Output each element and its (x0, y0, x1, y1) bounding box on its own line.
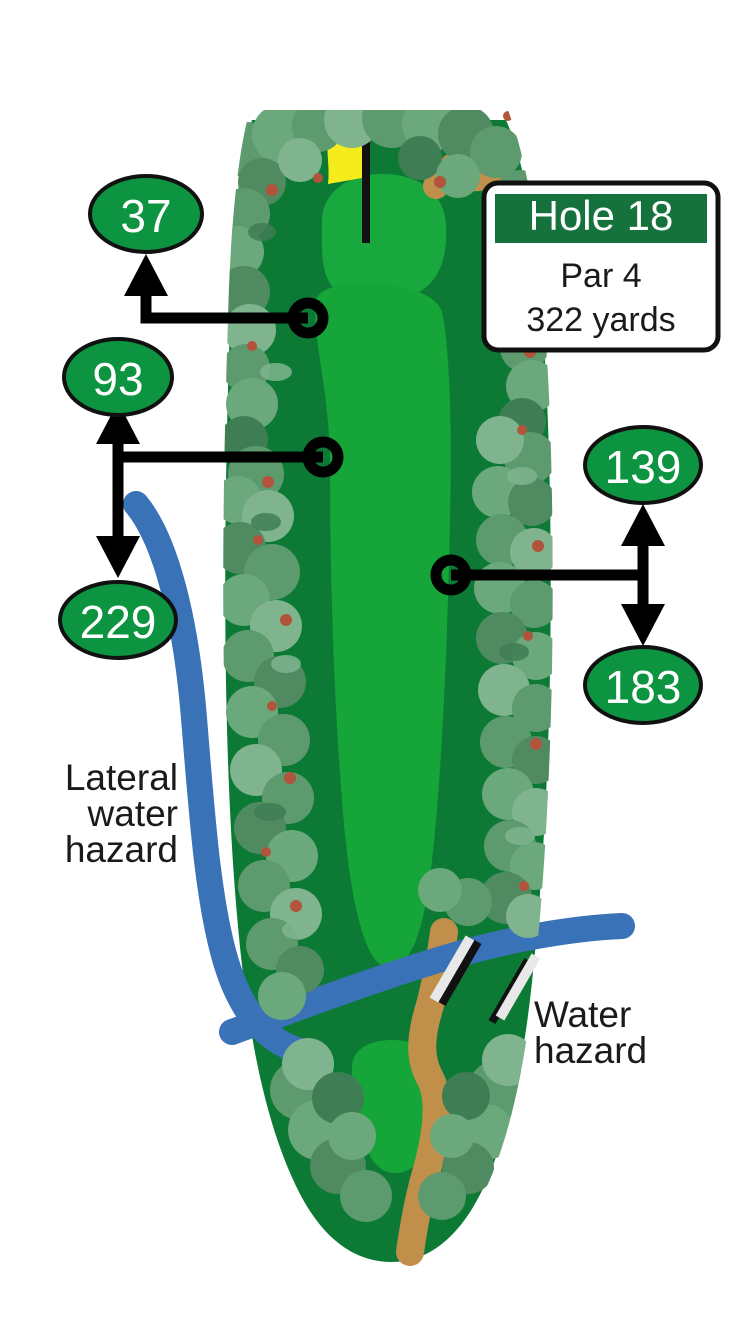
distance-marker-bubble (58, 580, 178, 660)
distance-marker-value: 183 (605, 661, 682, 713)
distance-marker-value: 229 (80, 596, 157, 648)
leader-93-229 (96, 402, 344, 578)
info-panel-par: Par 4 (560, 257, 641, 295)
lateral-water-hazard-label: Lateral water hazard (65, 757, 178, 870)
ball-marker-fairway (302, 436, 344, 478)
ball-marker-green (287, 297, 329, 339)
leader-37 (124, 254, 329, 339)
ball-marker-right (430, 554, 472, 596)
water-hazard-label: Water hazard (534, 994, 647, 1071)
hazard-label-line: hazard (534, 1030, 647, 1071)
distance-marker-183[interactable]: 183 (583, 645, 703, 725)
distance-marker-bubble (583, 425, 703, 505)
distance-marker-93[interactable]: 93 (62, 337, 174, 417)
distance-markers: 37 93 229 139 183 (58, 174, 703, 725)
distance-marker-139[interactable]: 139 (583, 425, 703, 505)
hazard-label-line: hazard (65, 829, 178, 870)
distance-marker-value: 37 (120, 190, 171, 242)
info-panel-length: 322 yards (526, 301, 675, 339)
leader-139-183 (430, 504, 665, 646)
hazard-label-line: Lateral (65, 757, 178, 798)
distance-marker-bubble (583, 645, 703, 725)
info-panel-header-bar (495, 194, 707, 243)
tree-line (223, 110, 553, 1222)
distance-marker-bubble (62, 337, 174, 417)
hazard-label-line: water (87, 793, 178, 834)
distance-marker-229[interactable]: 229 (58, 580, 178, 660)
hazard-label-line: Water (534, 994, 631, 1035)
distance-marker-value: 139 (605, 441, 682, 493)
info-panel-hole-title: Hole 18 (529, 192, 674, 239)
leader-lines (96, 254, 665, 646)
hole-info-panel: Hole 18 Par 4 322 yards (481, 180, 721, 353)
distance-marker-37[interactable]: 37 (88, 174, 204, 254)
bridge (429, 935, 541, 1025)
distance-marker-bubble (88, 174, 204, 254)
flagpole (362, 128, 370, 243)
putting-green (321, 174, 447, 302)
distance-marker-value: 93 (92, 353, 143, 405)
